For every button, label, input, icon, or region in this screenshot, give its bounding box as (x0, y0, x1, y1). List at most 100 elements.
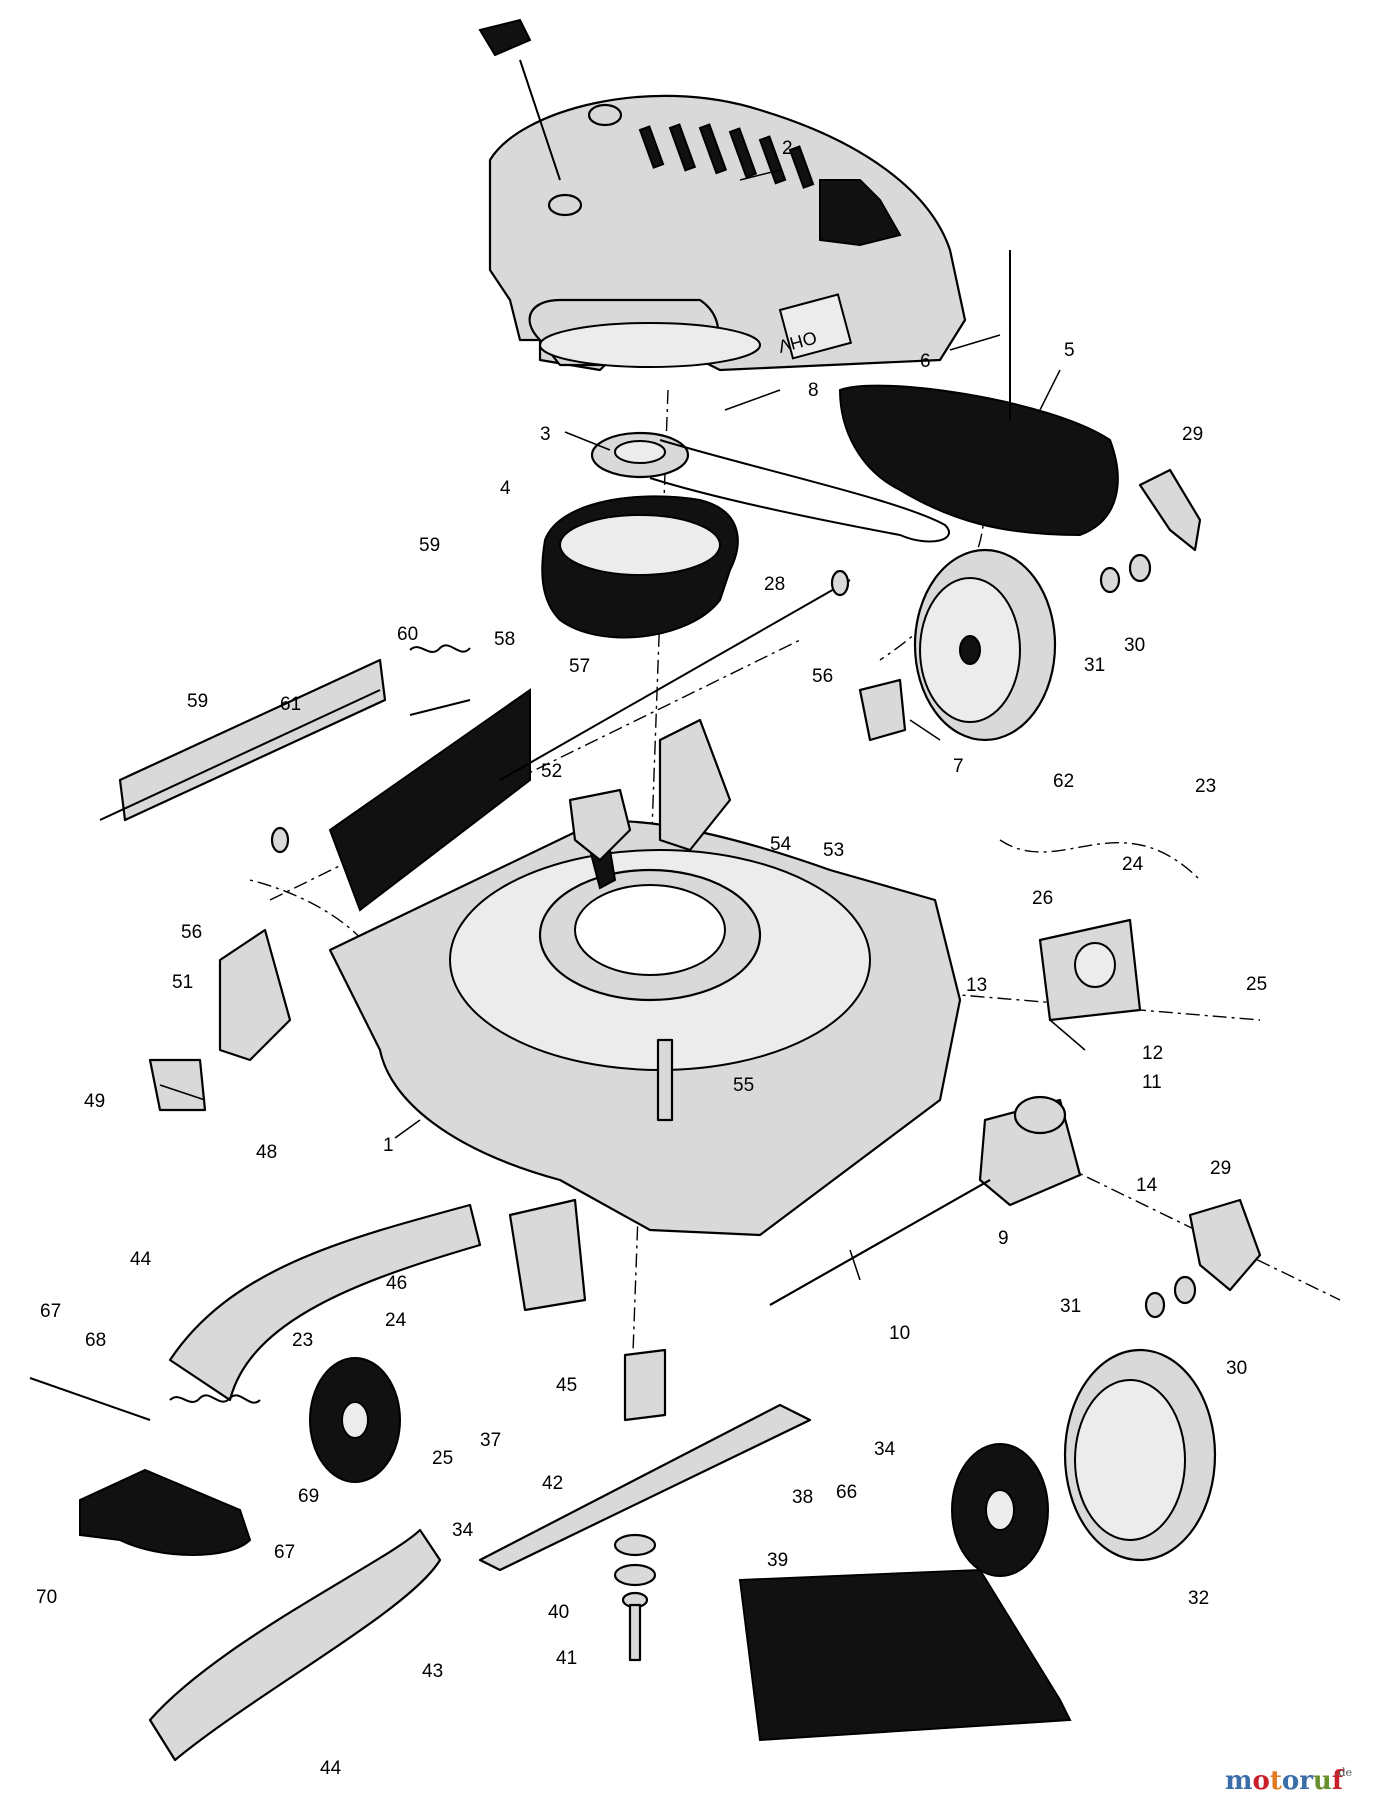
callout-43: 43 (422, 1661, 443, 1682)
spring-69 (169, 1394, 261, 1404)
transmission (769, 1095, 1082, 1306)
side-discharge-70 (79, 1468, 252, 1556)
callout-56-right: 56 (812, 666, 833, 687)
callout-61: 61 (280, 694, 301, 715)
pulley-and-belt (590, 431, 950, 543)
spring-60 (409, 644, 471, 653)
callout-34-right: 34 (874, 1439, 896, 1460)
watermark-letter: u (1313, 1766, 1332, 1796)
callout-9: 9 (998, 1228, 1009, 1249)
watermark-letter: t (1270, 1766, 1282, 1796)
callout-30-upper: 30 (1124, 635, 1145, 656)
callout-56-left: 56 (181, 922, 202, 943)
watermark-letter: o (1253, 1766, 1270, 1796)
callout-13: 13 (966, 975, 987, 996)
height-adjuster-7 (858, 678, 907, 742)
callout-6: 6 (920, 351, 931, 372)
rod-68 (29, 1377, 151, 1421)
callout-67-upper: 67 (40, 1301, 61, 1322)
hubcap-left (309, 1357, 401, 1483)
callout-49: 49 (84, 1091, 105, 1112)
callout-45: 45 (556, 1375, 577, 1396)
callout-29-upper: 29 (1182, 424, 1203, 445)
callout-31-lower: 31 (1060, 1296, 1081, 1317)
watermark-suffix: .de (1335, 1766, 1352, 1779)
wheel-upper (913, 548, 1057, 742)
height-adjuster-51 (218, 928, 292, 1062)
callout-59-upper: 59 (419, 535, 440, 556)
callout-57: 57 (569, 656, 590, 677)
callout-66: 66 (836, 1482, 857, 1503)
callout-34-left: 34 (452, 1520, 474, 1541)
callout-28: 28 (764, 574, 785, 595)
callout-7: 7 (953, 756, 964, 777)
callout-25-right: 25 (1246, 974, 1267, 995)
front-skirt-48 (168, 1203, 482, 1402)
callout-24-right: 24 (1122, 854, 1144, 875)
mulch-plug-66 (738, 1568, 1072, 1742)
callout-39: 39 (767, 1550, 788, 1571)
callout-41: 41 (556, 1648, 577, 1669)
callout-40: 40 (548, 1602, 569, 1623)
callout-26: 26 (1032, 888, 1053, 909)
callout-1: 1 (383, 1135, 394, 1156)
watermark: motoruf .de (1225, 1766, 1352, 1796)
callout-62: 62 (1053, 771, 1074, 792)
callout-53: 53 (823, 840, 844, 861)
callout-59-left: 59 (187, 691, 208, 712)
callout-31-upper: 31 (1084, 655, 1105, 676)
callout-25-left: 25 (432, 1448, 453, 1469)
callout-8: 8 (808, 380, 819, 401)
watermark-letter: f (1332, 1766, 1345, 1796)
discharge-baffle-43 (148, 1528, 442, 1762)
rear-flap-assembly (99, 569, 851, 912)
callout-69: 69 (298, 1486, 319, 1507)
wheel-lower (1063, 1348, 1217, 1562)
height-adjust-plate-52 (568, 788, 632, 862)
callout-32: 32 (1188, 1588, 1209, 1609)
height-adjuster-26 (1038, 918, 1142, 1022)
blade-assembly (478, 1348, 812, 1662)
watermark-brand: motoruf (1225, 1766, 1345, 1796)
mower-deck (328, 820, 962, 1237)
leader-lines (159, 169, 1086, 1281)
callout-4: 4 (500, 478, 511, 499)
height-adjuster-49 (148, 1058, 207, 1112)
callout-5: 5 (1064, 340, 1075, 361)
callout-58: 58 (494, 629, 515, 650)
callout-70: 70 (36, 1587, 57, 1608)
callout-60: 60 (397, 624, 418, 645)
baffle-ring (541, 495, 739, 639)
callout-37: 37 (480, 1430, 501, 1451)
callout-38: 38 (792, 1487, 813, 1508)
callout-67-lower: 67 (274, 1542, 295, 1563)
callout-55: 55 (733, 1075, 754, 1096)
belt-cover (838, 250, 1119, 537)
callout-3: 3 (540, 424, 551, 445)
washers-upper (1099, 553, 1152, 594)
callouts: 1 2 3 4 5 6 7 8 9 10 11 12 13 14 23 23 2… (36, 138, 1267, 1779)
callout-14: 14 (1136, 1175, 1158, 1196)
hubcap-right (951, 1443, 1049, 1577)
callout-29-lower: 29 (1210, 1158, 1231, 1179)
callout-24-left: 24 (385, 1310, 407, 1331)
callout-44-upper: 44 (130, 1249, 152, 1270)
callout-48: 48 (256, 1142, 277, 1163)
callout-11: 11 (1142, 1072, 1162, 1093)
blade-adapter-bolt-55 (656, 1038, 674, 1122)
callout-44-lower: 44 (320, 1758, 342, 1779)
callout-68: 68 (85, 1330, 106, 1351)
watermark-letter: m (1225, 1766, 1253, 1796)
watermark-letter: o (1282, 1766, 1299, 1796)
callout-30-lower: 30 (1226, 1358, 1247, 1379)
callout-52: 52 (541, 761, 562, 782)
callout-2: 2 (782, 138, 793, 159)
callout-23-left: 23 (292, 1330, 313, 1351)
engine: OHV (478, 18, 967, 372)
washers-lower (1144, 1275, 1197, 1319)
callout-23-right: 23 (1195, 776, 1216, 797)
height-adjuster-54 (658, 718, 732, 852)
watermark-letter: r (1299, 1766, 1313, 1796)
height-adjuster-45 (508, 1198, 587, 1312)
